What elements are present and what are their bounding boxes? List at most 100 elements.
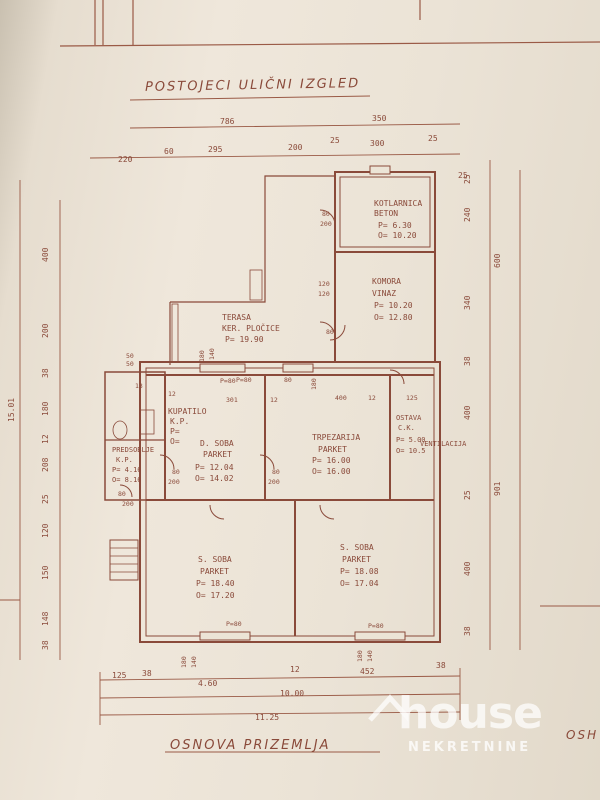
dim-top: 25 bbox=[428, 134, 438, 143]
room-kotlarnica-perimeter: O= 10.20 bbox=[378, 231, 417, 240]
room-trpezarija-name: TRPEZARIJA bbox=[312, 433, 360, 442]
room-ssoba-right-floor: PARKET bbox=[342, 555, 371, 564]
opening-dim: 140 bbox=[366, 650, 374, 662]
dim-right: 38 bbox=[463, 356, 472, 366]
opening-dim: 80 bbox=[322, 210, 330, 218]
dim-top: 786 bbox=[220, 117, 235, 126]
ground-plan-title-cut: OSH bbox=[566, 728, 599, 742]
windows bbox=[199, 165, 406, 641]
room-dsoba-floor: PARKET bbox=[203, 450, 232, 459]
watermark-subtitle: NEKRETNINE bbox=[408, 740, 532, 755]
dim-top: 350 bbox=[372, 114, 387, 123]
opening-dim: 200 bbox=[122, 500, 134, 508]
room-komora-perimeter: O= 12.80 bbox=[374, 313, 413, 322]
room-ostava-area: P= 5.00 bbox=[396, 436, 426, 444]
opening-dim: P=80 bbox=[236, 376, 252, 384]
dim-bottom: 38 bbox=[142, 669, 152, 678]
room-kupatilo-area: P= bbox=[170, 427, 180, 436]
dim-left: 38 bbox=[41, 640, 50, 650]
room-terasa-area: P= 19.90 bbox=[225, 335, 264, 344]
room-kupatilo-name: KUPATILO bbox=[168, 407, 207, 416]
room-ostava-floor: C.K. bbox=[398, 424, 415, 432]
room-ostava-perimeter: O= 10.5 bbox=[396, 447, 426, 455]
opening-dim: 400 bbox=[335, 394, 347, 402]
opening-dim: 180 bbox=[356, 650, 364, 662]
opening-dimensions: 80 200 120 120 80 180 140 P=80 80 180 30… bbox=[118, 210, 418, 668]
room-kotlarnica-name: KOTLARNICA bbox=[374, 199, 422, 208]
dim-right: 400 bbox=[463, 561, 472, 576]
room-komora-name: KOMORA bbox=[372, 277, 401, 286]
opening-dim: 50 bbox=[126, 352, 134, 360]
room-komora-floor: VINAZ bbox=[372, 289, 396, 298]
room-predsoblje-perimeter: O= 8.16 bbox=[112, 476, 142, 484]
opening-dim: 200 bbox=[320, 220, 332, 228]
room-trpezarija-floor: PARKET bbox=[318, 445, 347, 454]
dim-top: 300 bbox=[370, 139, 385, 148]
opening-dim: 80 bbox=[118, 490, 126, 498]
dim-bottom: 4.60 bbox=[198, 679, 217, 688]
dim-right: 38 bbox=[463, 626, 472, 636]
room-ssoba-right-perimeter: O= 17.04 bbox=[340, 579, 379, 588]
door-swings bbox=[119, 209, 405, 520]
room-kotlarnica-area: P= 6.30 bbox=[378, 221, 412, 230]
opening-dim: 200 bbox=[268, 478, 280, 486]
room-terasa-floor: KER. PLOČICE bbox=[222, 322, 280, 333]
room-kupatilo-perimeter: O= bbox=[170, 437, 180, 446]
dim-top: 200 bbox=[288, 143, 303, 152]
dim-bottom: 452 bbox=[360, 667, 375, 676]
room-dsoba-area: P= 12.04 bbox=[195, 463, 234, 472]
room-ssoba-right-name: S. SOBA bbox=[340, 543, 374, 552]
street-view-remnant bbox=[59, 0, 600, 47]
room-trpezarija-area: P= 16.00 bbox=[312, 456, 351, 465]
opening-dim: 180 bbox=[310, 378, 318, 390]
opening-dim: 120 bbox=[318, 290, 330, 298]
opening-dim: 125 bbox=[406, 394, 418, 402]
opening-dim: 140 bbox=[208, 348, 216, 360]
opening-dim: 120 bbox=[318, 280, 330, 288]
dim-left: 25 bbox=[41, 494, 50, 504]
room-predsoblje-name: PREDSOBLJE bbox=[112, 446, 154, 454]
dim-left: 400 bbox=[41, 247, 50, 262]
opening-dim: 200 bbox=[168, 478, 180, 486]
dim-top: 25 bbox=[458, 171, 468, 180]
room-ssoba-left-name: S. SOBA bbox=[198, 555, 232, 564]
opening-dim: 301 bbox=[226, 396, 238, 404]
dim-left-total: 15.01 bbox=[7, 398, 16, 422]
room-predsoblje-area: P= 4.16 bbox=[112, 466, 142, 474]
dim-right: 400 bbox=[463, 405, 472, 420]
dim-bottom: 10.00 bbox=[280, 689, 304, 698]
room-trpezarija-perimeter: O= 16.00 bbox=[312, 467, 351, 476]
opening-dim: P=80 bbox=[226, 620, 242, 628]
dim-left: 180 bbox=[41, 401, 50, 416]
dim-right: 25 bbox=[463, 490, 472, 500]
dim-bottom: 38 bbox=[436, 661, 446, 670]
dim-top: 25 bbox=[330, 136, 340, 145]
dim-bottom: 11.25 bbox=[255, 713, 279, 722]
room-dsoba-perimeter: O= 14.02 bbox=[195, 474, 234, 483]
ground-plan-title: OSNOVA PRIZEMLJA bbox=[170, 738, 331, 753]
room-kupatilo-floor: K.P. bbox=[170, 417, 189, 426]
dim-left: 150 bbox=[41, 565, 50, 580]
house-roof-icon bbox=[368, 694, 408, 722]
dim-right: 240 bbox=[463, 207, 472, 222]
room-kotlarnica-floor: BETON bbox=[374, 209, 398, 218]
dim-left: 148 bbox=[41, 611, 50, 626]
dim-top: 60 bbox=[164, 147, 174, 156]
watermark-logo-text: house bbox=[398, 688, 543, 739]
bathroom-fixtures bbox=[112, 409, 155, 440]
dim-left: 208 bbox=[41, 457, 50, 472]
bottom-dimensions: 125 38 4.60 12 452 38 10.00 11.25 bbox=[112, 661, 446, 722]
room-ssoba-right-area: P= 18.08 bbox=[340, 567, 379, 576]
stairs bbox=[110, 547, 138, 573]
dim-top: 295 bbox=[208, 145, 223, 154]
opening-dim: 50 bbox=[126, 360, 134, 368]
dim-right: 901 bbox=[493, 481, 502, 496]
opening-dim: 12 bbox=[368, 394, 376, 402]
house-nekretnine-watermark: house NEKRETNINE bbox=[368, 690, 568, 765]
title-underline bbox=[129, 95, 371, 101]
opening-dim: 12 bbox=[270, 396, 278, 404]
dim-left: 120 bbox=[41, 523, 50, 538]
